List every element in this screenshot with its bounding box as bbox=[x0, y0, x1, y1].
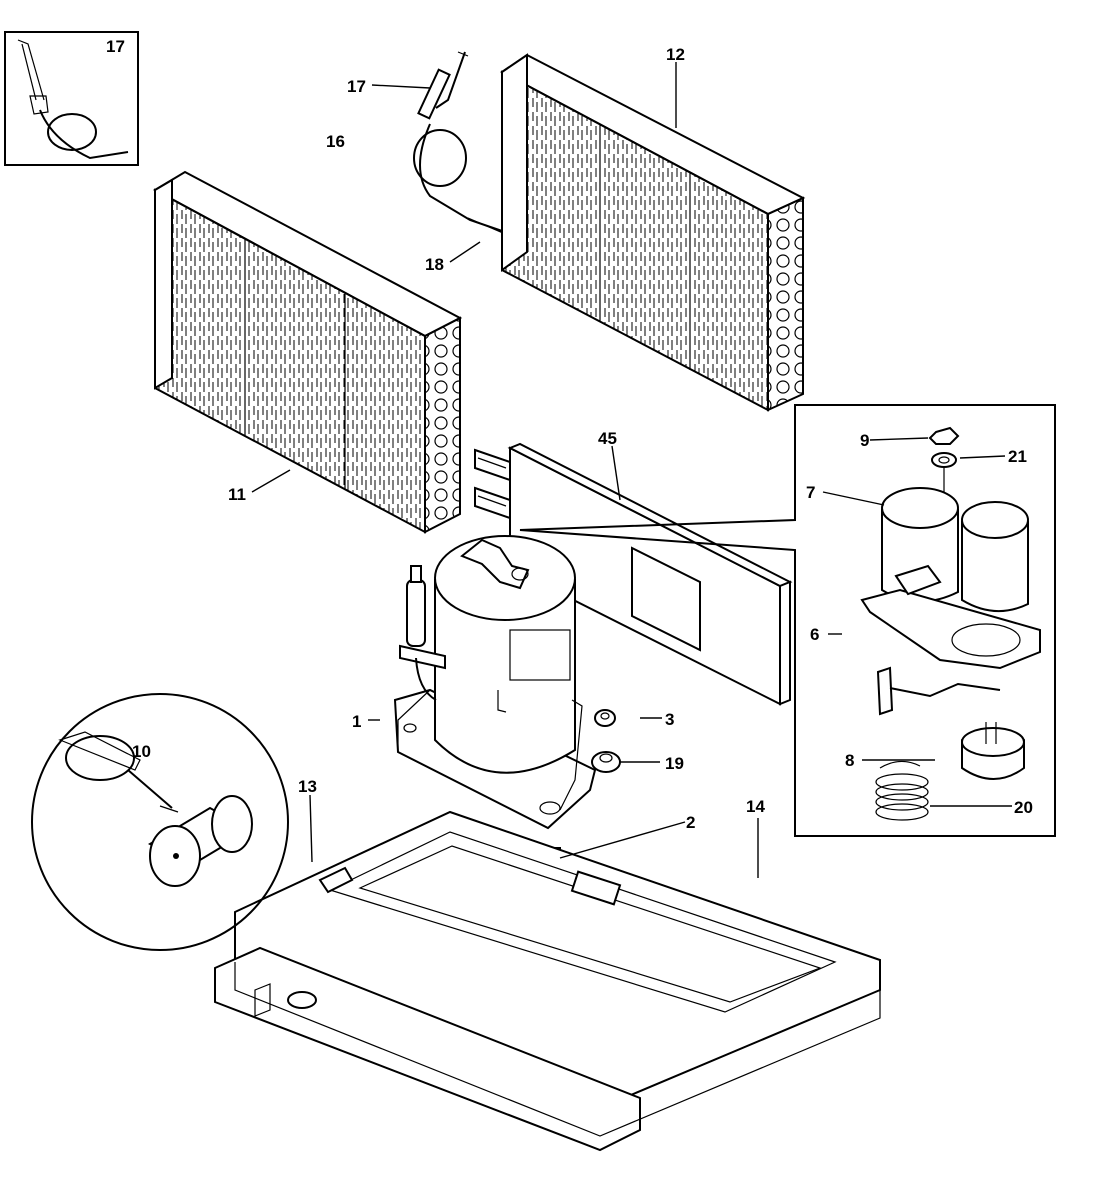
label-18: 18 bbox=[425, 255, 444, 274]
label-20: 20 bbox=[1014, 798, 1033, 817]
sensor-bulb-tube-assembly bbox=[413, 51, 511, 237]
condenser-coil-12 bbox=[500, 53, 806, 412]
label-8: 8 bbox=[845, 751, 854, 770]
leader-lines bbox=[251, 62, 1012, 878]
spring-clip-20 bbox=[875, 760, 929, 821]
label-10: 10 bbox=[132, 742, 151, 761]
washer-21 bbox=[931, 452, 957, 468]
label-17: 17 bbox=[347, 77, 366, 96]
capacitor-drawing bbox=[147, 795, 253, 887]
label-7: 7 bbox=[806, 483, 815, 502]
label-11: 11 bbox=[228, 485, 246, 504]
inset-sensor-bulb bbox=[4, 31, 139, 166]
grommet-19 bbox=[591, 751, 621, 773]
label-21: 21 bbox=[1008, 447, 1027, 466]
evaporator-coil-11 bbox=[152, 170, 463, 534]
inset-detail-10 bbox=[31, 693, 289, 951]
label-16: 16 bbox=[326, 132, 345, 151]
label-14: 14 bbox=[746, 797, 765, 816]
capacitor-assembly-box bbox=[519, 404, 1056, 837]
label-9: 9 bbox=[860, 431, 869, 450]
inset-frame bbox=[4, 31, 139, 166]
label-45: 45 bbox=[598, 429, 617, 448]
label-3: 3 bbox=[665, 710, 674, 729]
compressor-1 bbox=[393, 535, 597, 830]
label-19: 19 bbox=[665, 754, 684, 773]
overload-8 bbox=[876, 666, 1025, 780]
label-12: 12 bbox=[666, 45, 685, 64]
bracket-6 bbox=[860, 564, 1041, 670]
base-pan-14 bbox=[234, 810, 881, 1110]
label-6: 6 bbox=[810, 625, 819, 644]
base-pan-13 bbox=[214, 866, 881, 1152]
nut-9 bbox=[928, 426, 960, 445]
capacitor-7 bbox=[881, 487, 1029, 613]
part-labels: 17 17 16 18 12 11 45 1 3 19 2 13 14 10 9… bbox=[106, 37, 1033, 832]
label-1: 1 bbox=[352, 712, 361, 731]
label-13: 13 bbox=[298, 777, 317, 796]
inset-circle bbox=[31, 693, 289, 951]
label-17-inset: 17 bbox=[106, 37, 125, 56]
sensor-bulb-drawing bbox=[17, 39, 129, 160]
label-2: 2 bbox=[686, 813, 695, 832]
control-panel-45 bbox=[474, 442, 793, 706]
washer-3 bbox=[594, 709, 616, 727]
clamp-drawing bbox=[58, 731, 179, 813]
